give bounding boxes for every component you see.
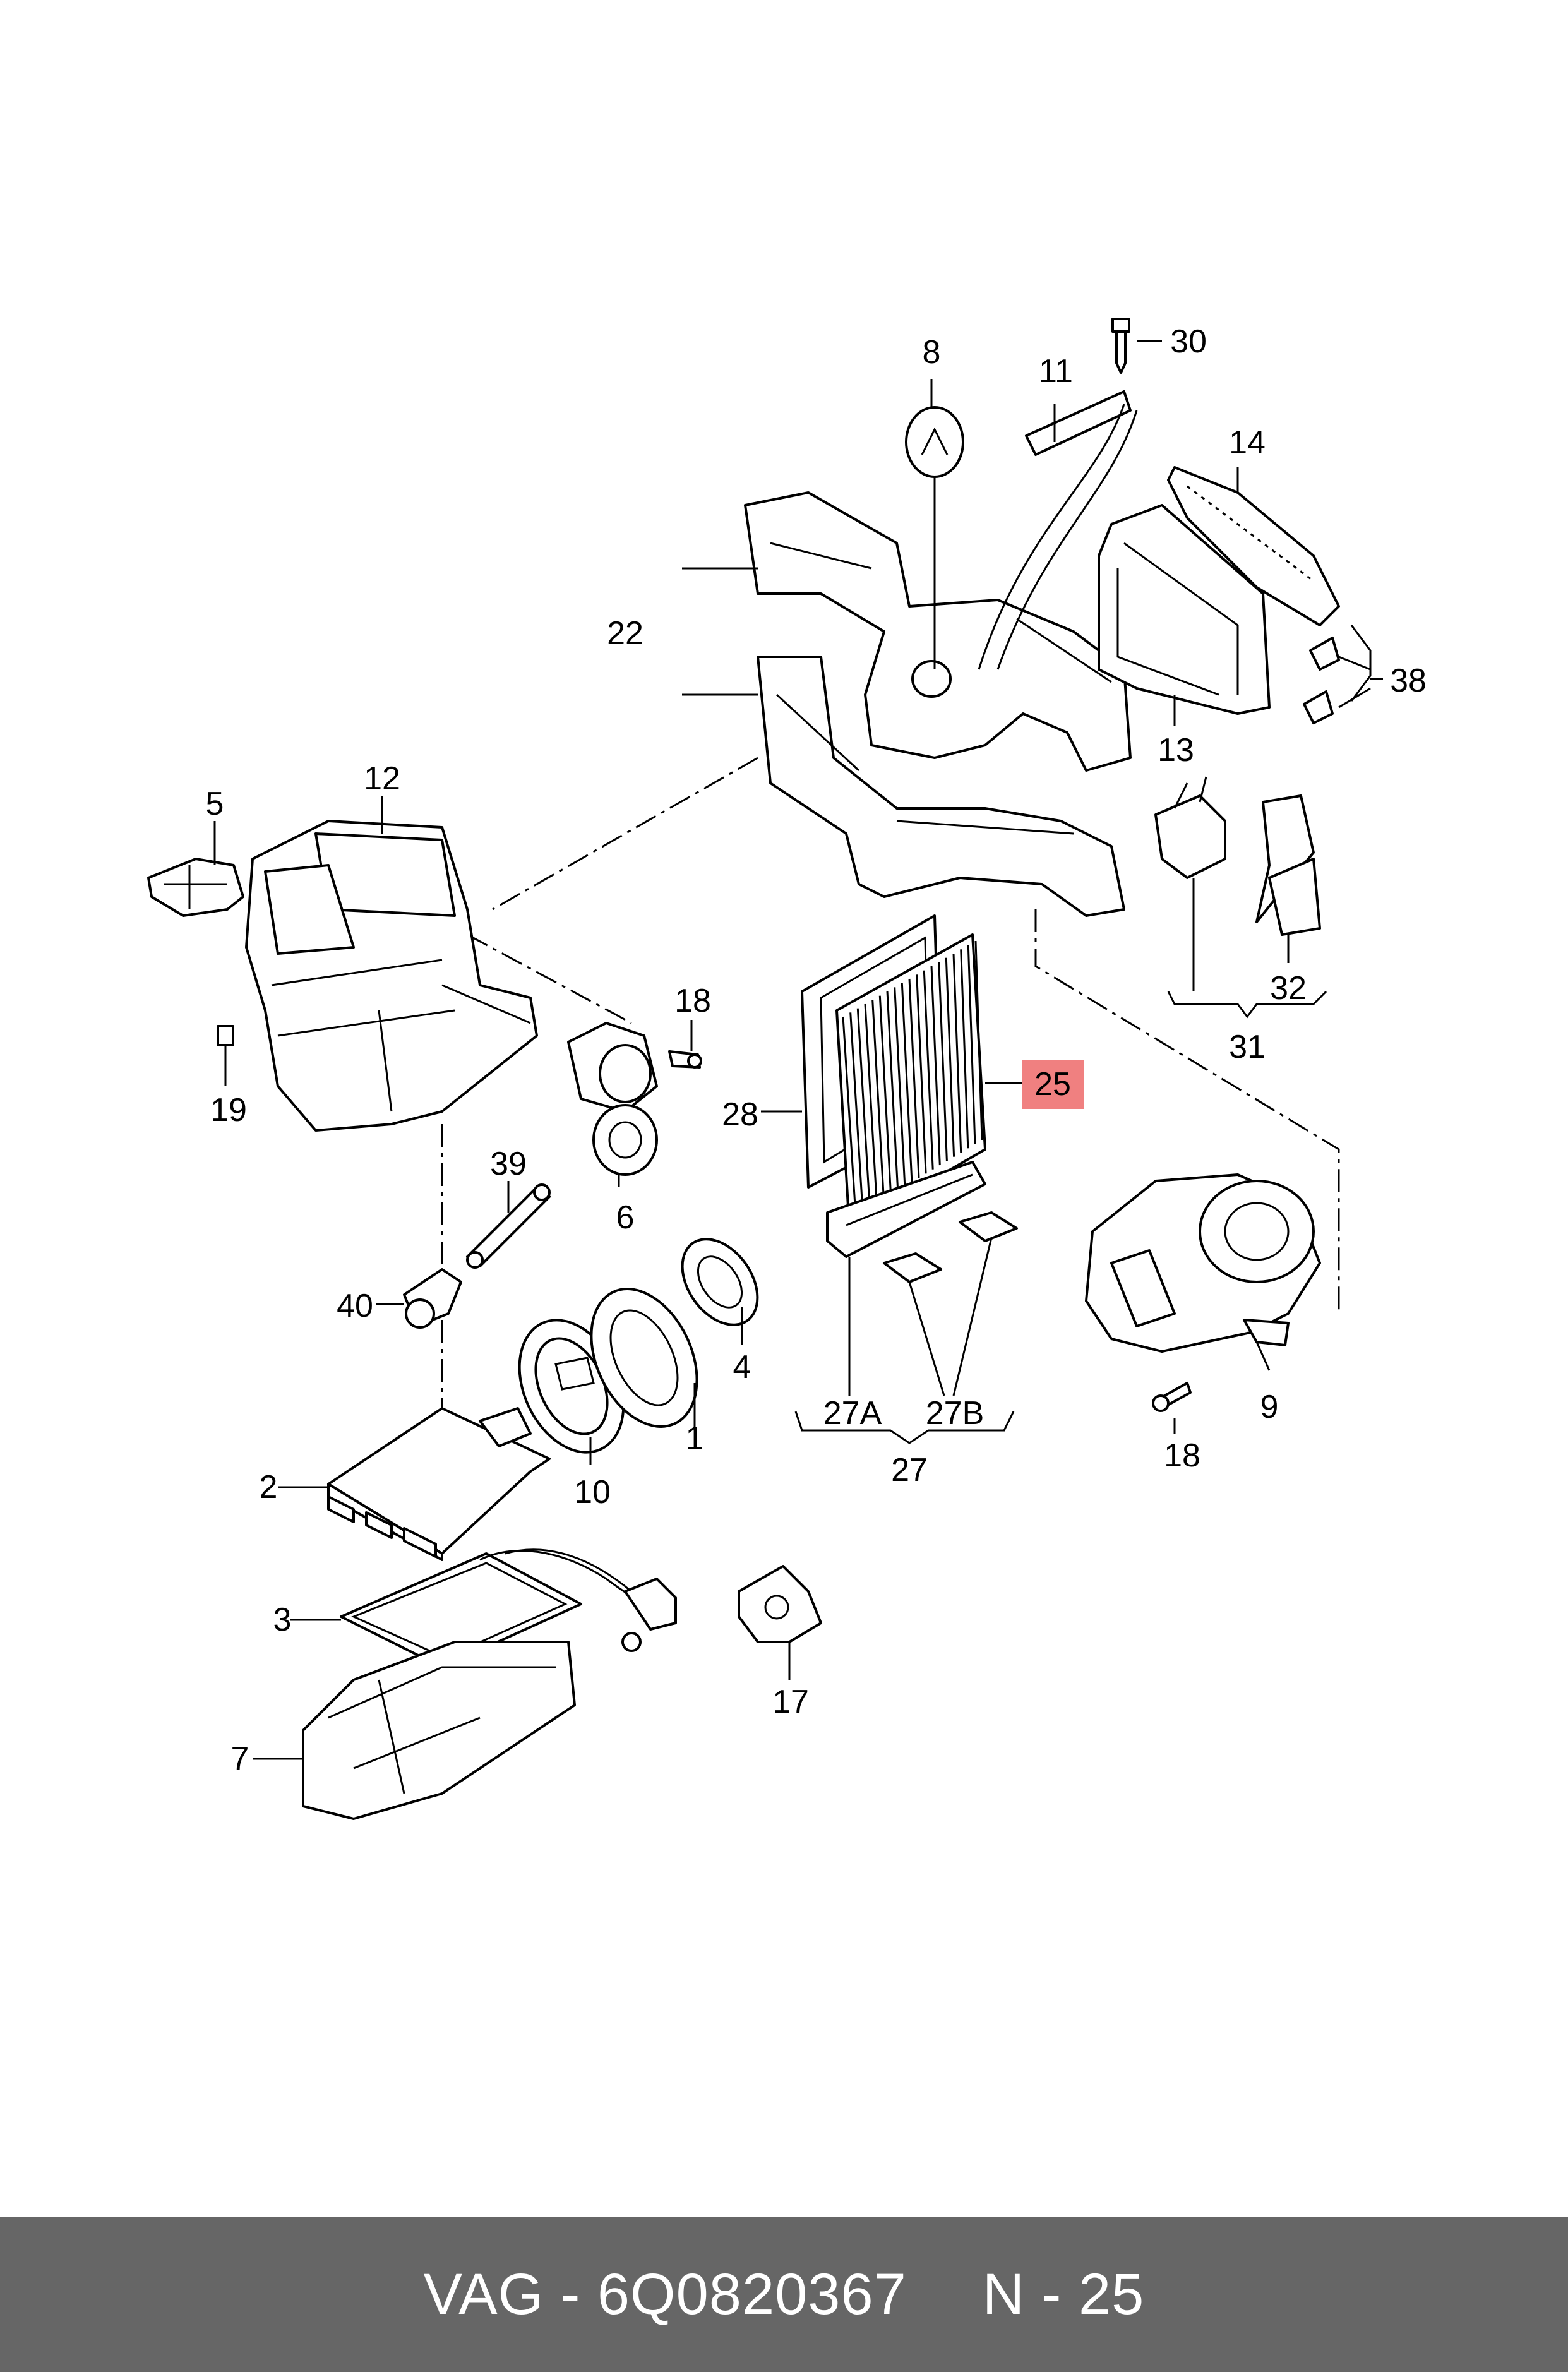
callout-4[interactable]: 4	[733, 1349, 751, 1386]
callout-1[interactable]: 1	[686, 1420, 704, 1457]
reference-label: N - 25	[982, 2261, 1145, 2327]
part-1-seal	[590, 1288, 698, 1428]
part-5-actuator	[147, 821, 244, 917]
part-31-resistor	[1154, 776, 1327, 1019]
part-2-heat-exchanger	[278, 1407, 551, 1561]
callout-18-lower[interactable]: 18	[1164, 1437, 1200, 1474]
callout-10[interactable]: 10	[574, 1474, 611, 1511]
part-13-air-duct	[1098, 504, 1271, 726]
callout-7[interactable]: 7	[231, 1740, 249, 1777]
exploded-parts-diagram: 1 2 3 4 5 6 7 8 9 10 11 12 13 14 17 18 1…	[147, 318, 1427, 1820]
callout-2[interactable]: 2	[260, 1469, 278, 1506]
part-17-actuator	[738, 1565, 822, 1680]
callout-40[interactable]: 40	[337, 1288, 373, 1324]
part-4-seal	[681, 1238, 759, 1345]
callout-12[interactable]: 12	[364, 760, 400, 797]
callout-6[interactable]: 6	[616, 1199, 635, 1236]
callout-19[interactable]: 19	[210, 1092, 247, 1129]
callout-22[interactable]: 22	[607, 615, 643, 652]
callout-labels: 1 2 3 4 5 6 7 8 9 10 11 12 13 14 17 18 1…	[206, 323, 1427, 1777]
part-19-clip	[217, 1025, 234, 1086]
part-32-gasket	[1255, 794, 1321, 963]
part-39-link-rod	[466, 1181, 551, 1269]
callout-30[interactable]: 30	[1170, 323, 1207, 360]
callout-5[interactable]: 5	[206, 786, 224, 822]
part-40-lever	[376, 1268, 462, 1329]
callout-27b[interactable]: 27B	[926, 1395, 984, 1432]
part-number-label: VAG - 6Q0820367	[423, 2261, 907, 2327]
callout-31[interactable]: 31	[1229, 1029, 1266, 1065]
part-25-cabin-filter	[835, 933, 1026, 1230]
part-11-bracket	[978, 390, 1138, 670]
part-8-grommet	[905, 379, 964, 669]
part-12-heater-box	[245, 796, 538, 1132]
callout-27[interactable]: 27	[891, 1452, 928, 1488]
callout-28[interactable]: 28	[722, 1096, 758, 1133]
part-22-upper-housing	[682, 491, 1132, 917]
part-3-evaporator	[290, 1548, 677, 1668]
callout-14[interactable]: 14	[1229, 424, 1266, 461]
footer-bar: VAG - 6Q0820367 N - 25	[0, 2217, 1568, 2372]
callout-13[interactable]: 13	[1158, 732, 1194, 769]
part-18-screw-upper	[668, 1020, 702, 1069]
callout-18-upper[interactable]: 18	[674, 983, 711, 1019]
callout-9[interactable]: 9	[1260, 1389, 1279, 1425]
part-6-servo	[567, 1022, 658, 1187]
part-14-seal	[1167, 466, 1340, 626]
callout-17[interactable]: 17	[772, 1684, 809, 1720]
highlight-box-25	[1022, 1060, 1084, 1109]
part-18-screw-lower	[1152, 1382, 1192, 1434]
callout-8[interactable]: 8	[923, 334, 941, 371]
part-9-blower-motor	[1085, 1173, 1321, 1371]
callout-32[interactable]: 32	[1270, 970, 1307, 1007]
callout-3[interactable]: 3	[273, 1602, 292, 1638]
part-38-flaps	[1303, 625, 1383, 724]
part-30-screw	[1111, 318, 1162, 374]
part-27-cover-set	[794, 1161, 1018, 1444]
part-7-lower-tray	[253, 1641, 576, 1820]
callout-11[interactable]: 11	[1039, 353, 1073, 390]
callout-39[interactable]: 39	[490, 1146, 527, 1182]
callout-25[interactable]: 25	[1034, 1066, 1071, 1103]
callout-27a[interactable]: 27A	[823, 1395, 882, 1432]
callout-38[interactable]: 38	[1390, 662, 1427, 699]
